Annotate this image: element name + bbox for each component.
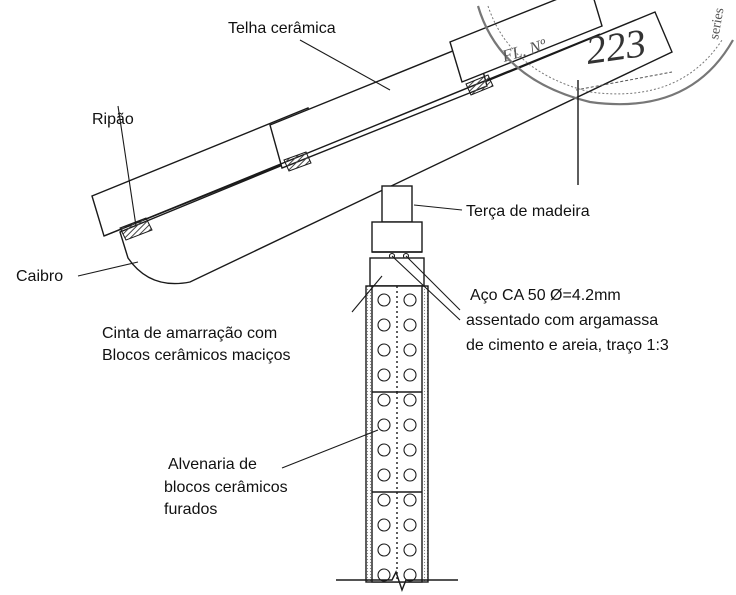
leader-ripao <box>117 105 137 227</box>
stamp-circle <box>476 5 734 106</box>
label-terca: Terça de madeira <box>466 203 590 220</box>
block-hole <box>377 393 391 407</box>
label-caibro: Caibro <box>16 268 63 285</box>
label-alvenaria-line2: blocos cerâmicos <box>164 479 288 496</box>
block-hole <box>377 468 391 482</box>
label-aco-line2: assentado com argamassa <box>466 312 658 329</box>
block-hole <box>377 343 391 357</box>
stamp-edge-text: series <box>707 7 727 41</box>
block-hole <box>377 293 391 307</box>
block-hole <box>403 393 417 407</box>
break-line <box>336 570 458 593</box>
battens <box>119 74 494 241</box>
block-hole <box>377 518 391 532</box>
leader-caibro <box>77 261 139 277</box>
purlin-base-block <box>371 221 423 253</box>
block-hole <box>377 318 391 332</box>
batten-1 <box>119 217 153 241</box>
leader-telha <box>299 39 391 91</box>
leader-aco-1 <box>391 255 461 321</box>
purlin-assembly <box>371 185 423 260</box>
label-alvenaria-line1: Alvenaria de <box>168 456 257 473</box>
leader-lines <box>77 39 463 469</box>
tile-upper <box>449 0 603 83</box>
batten-2 <box>283 151 312 172</box>
block-holes <box>377 293 417 582</box>
label-ripao: Ripão <box>92 111 134 128</box>
block-hole <box>403 318 417 332</box>
block-hole <box>377 368 391 382</box>
block-hole <box>403 543 417 557</box>
purlin <box>381 185 413 223</box>
label-aco-line1: Aço CA 50 Ø=4.2mm <box>470 287 621 304</box>
block-hole <box>403 418 417 432</box>
leader-aco-2 <box>405 255 461 311</box>
label-cinta-line2: Blocos cerâmicos maciços <box>102 347 291 364</box>
leader-alvenaria <box>281 429 379 469</box>
block-hole <box>403 468 417 482</box>
block-hole <box>403 518 417 532</box>
block-hole <box>377 443 391 457</box>
block-hole <box>377 543 391 557</box>
batten-3 <box>465 74 494 96</box>
label-aco-line3: de cimento e areia, traço 1:3 <box>466 337 669 354</box>
ceramic-block-wall <box>336 285 458 593</box>
block-hole <box>403 568 417 582</box>
block-hole <box>377 568 391 582</box>
leader-terca <box>413 204 463 211</box>
label-telha: Telha cerâmica <box>228 20 336 37</box>
block-hole <box>377 493 391 507</box>
ceramic-tiles <box>91 0 603 237</box>
label-alvenaria-line3: furados <box>164 501 217 518</box>
leader-cinta <box>351 275 383 313</box>
labels: Telha cerâmica Ripão Terça de madeira Ca… <box>16 20 669 518</box>
block-hole <box>403 343 417 357</box>
label-cinta-line1: Cinta de amarração com <box>102 325 277 342</box>
block-hole <box>403 368 417 382</box>
block-hole <box>403 293 417 307</box>
block-hole <box>377 418 391 432</box>
block-hole <box>403 493 417 507</box>
stamp-folha-number: 223 <box>583 20 649 73</box>
tie-beam <box>369 257 425 287</box>
block-hole <box>403 443 417 457</box>
